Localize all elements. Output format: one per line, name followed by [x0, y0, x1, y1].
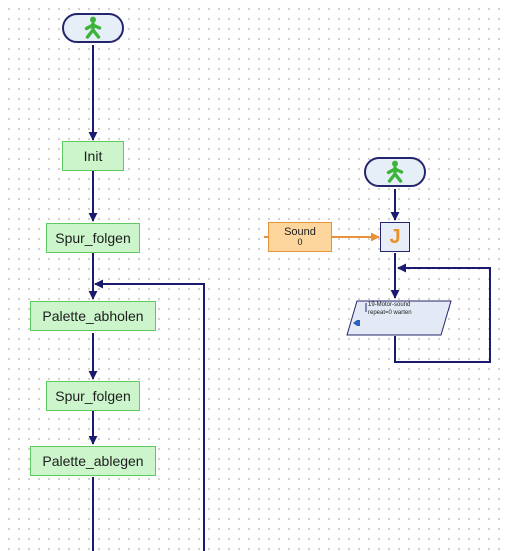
- speaker-icon: [353, 320, 360, 326]
- jump-symbol: J: [389, 225, 401, 248]
- jump-block[interactable]: J: [380, 222, 410, 252]
- subprogram-block-palette-abholen[interactable]: Palette_abholen: [30, 301, 156, 331]
- sound-block-text: 19-Motor-sound repeat=0 warten: [368, 301, 412, 318]
- start-block[interactable]: [364, 157, 426, 187]
- constant-label: Sound: [284, 225, 316, 238]
- subprogram-block-spur-folgen[interactable]: Spur_folgen: [46, 223, 140, 253]
- loop-back-wire: [94, 279, 205, 551]
- start-figure-icon: [386, 160, 404, 183]
- subprogram-block-init[interactable]: Init: [62, 141, 124, 171]
- loop-back-wire: [394, 263, 491, 363]
- constant-value: 0: [297, 237, 303, 248]
- start-figure-icon: [84, 16, 102, 39]
- start-block[interactable]: [62, 13, 124, 43]
- sound-block[interactable]: [346, 300, 452, 336]
- subprogram-block-palette-ablegen[interactable]: Palette_ablegen: [30, 446, 156, 476]
- constant-block-sound[interactable]: Sound 0: [268, 222, 332, 252]
- subprogram-block-spur-folgen[interactable]: Spur_folgen: [46, 381, 140, 411]
- sound-options: repeat=0 warten: [368, 310, 412, 317]
- sound-name: 19-Motor-sound: [368, 302, 411, 308]
